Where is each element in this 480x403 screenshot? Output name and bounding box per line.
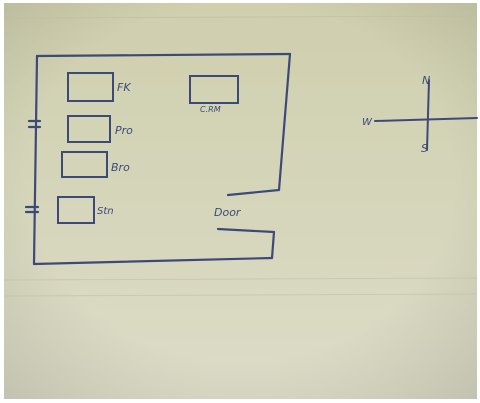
door-label: Door [214,206,242,219]
room-bro: Bro [61,151,130,178]
room-pro: Pro [67,115,133,143]
compass-south-label: S [421,142,428,155]
room-label: Stn [97,206,114,217]
compass-ns-line [426,79,430,151]
room-stn: Stn [57,196,114,224]
paper-shade [4,3,477,399]
room-label: Pro [115,124,133,137]
compass-north-label: N [422,74,430,87]
compass-west-label: W [362,117,373,128]
room-label: Bro [111,161,130,174]
floor-plan-outline [24,52,292,266]
room-label: C.RM [200,105,221,114]
compass [374,79,478,151]
compass-ew-line [374,117,478,122]
ruled-lines [3,15,478,297]
room-label: FK [117,81,131,94]
room-fk: FK [67,72,131,102]
room-crm: C.RM [189,75,239,114]
